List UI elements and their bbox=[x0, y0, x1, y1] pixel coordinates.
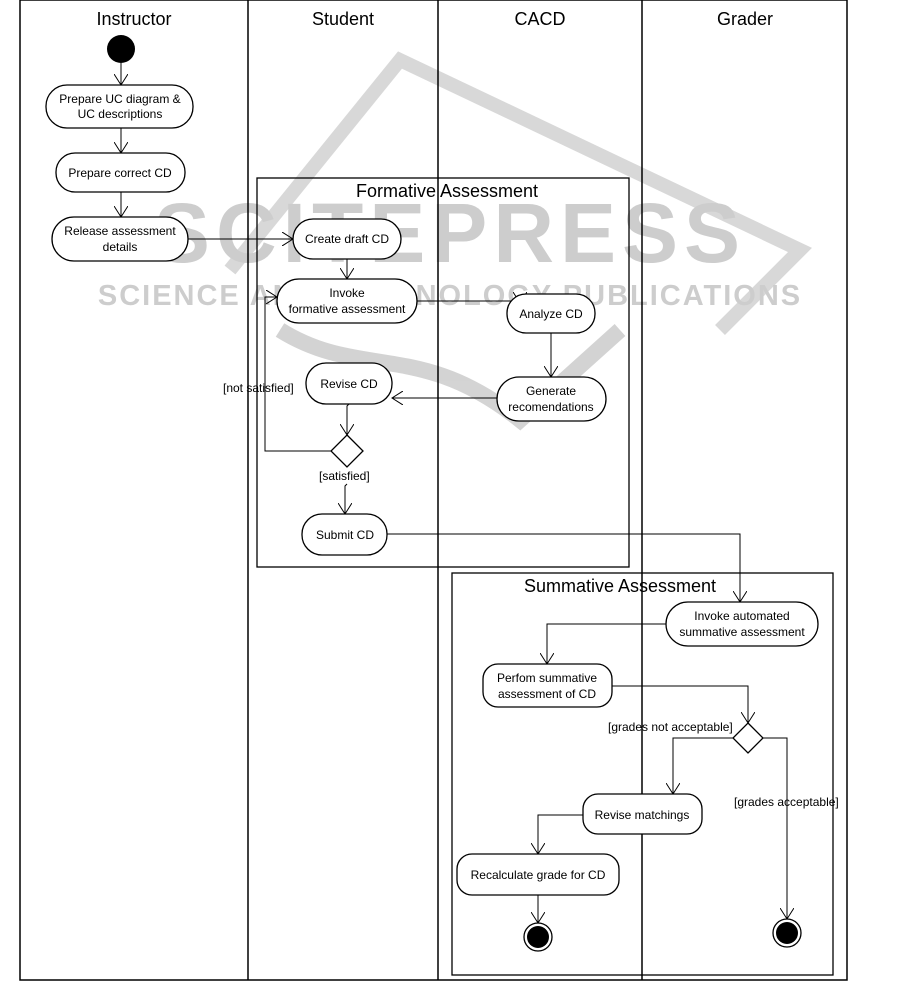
watermark: SCITEPRESS SCIENCE AND TECHNOLOGY PUBLIC… bbox=[98, 51, 812, 431]
svg-text:details: details bbox=[103, 240, 138, 254]
svg-text:Create draft CD: Create draft CD bbox=[305, 232, 389, 246]
guard-grades-acceptable: [grades acceptable] bbox=[734, 795, 839, 809]
activity-prepare-correct-cd: Prepare correct CD bbox=[55, 152, 186, 193]
svg-text:Revise matchings: Revise matchings bbox=[595, 808, 690, 822]
activity-revise-cd: Revise CD bbox=[305, 362, 393, 405]
summative-region: Summative Assessment bbox=[451, 572, 834, 976]
lane-cacd: CACD bbox=[514, 9, 565, 29]
activity-generate-recommendations: Generate recomendations bbox=[496, 376, 607, 422]
guard-grades-not-acceptable: [grades not acceptable] bbox=[608, 720, 733, 734]
watermark-subtitle: SCIENCE AND TECHNOLOGY PUBLICATIONS bbox=[98, 280, 802, 312]
activity-revise-matchings: Revise matchings bbox=[582, 793, 703, 835]
svg-text:UC descriptions: UC descriptions bbox=[78, 107, 163, 121]
activity-analyze-cd: Analyze CD bbox=[506, 293, 596, 334]
activity-release-details: Release assessment details bbox=[51, 216, 189, 262]
activity-prepare-uc: Prepare UC diagram & UC descriptions bbox=[45, 84, 194, 129]
activity-perform-summative: Perfom summative assessment of CD bbox=[482, 663, 613, 708]
activity-recalculate-grade: Recalculate grade for CD bbox=[456, 853, 620, 896]
svg-text:Release assessment: Release assessment bbox=[64, 224, 176, 238]
final-node bbox=[772, 918, 802, 948]
formative-region: Formative Assessment bbox=[256, 177, 630, 568]
svg-text:formative assessment: formative assessment bbox=[289, 302, 406, 316]
summative-title: Summative Assessment bbox=[524, 576, 716, 596]
lane-grader: Grader bbox=[717, 9, 773, 29]
formative-title: Formative Assessment bbox=[356, 181, 538, 201]
svg-text:Generate: Generate bbox=[526, 384, 576, 398]
svg-text:Perfom summative: Perfom summative bbox=[497, 671, 597, 685]
decision-node bbox=[330, 434, 364, 468]
svg-text:Recalculate grade for CD: Recalculate grade for CD bbox=[471, 868, 606, 882]
svg-text:recomendations: recomendations bbox=[508, 400, 593, 414]
lane-instructor: Instructor bbox=[96, 9, 171, 29]
svg-text:Invoke automated: Invoke automated bbox=[694, 609, 789, 623]
final-node bbox=[523, 922, 553, 952]
svg-text:Prepare correct CD: Prepare correct CD bbox=[68, 166, 172, 180]
initial-node bbox=[107, 35, 135, 63]
activity-submit-cd: Submit CD bbox=[301, 513, 388, 556]
activity-create-draft-cd: Create draft CD bbox=[292, 218, 402, 260]
swimlanes: Instructor Student CACD Grader bbox=[19, 0, 848, 981]
lane-student: Student bbox=[312, 9, 374, 29]
svg-text:Submit CD: Submit CD bbox=[316, 528, 374, 542]
svg-text:assessment of CD: assessment of CD bbox=[498, 687, 596, 701]
svg-text:Analyze CD: Analyze CD bbox=[519, 307, 583, 321]
svg-text:Prepare UC diagram &: Prepare UC diagram & bbox=[59, 92, 180, 106]
guard-not-satisfied: [not satisfied] bbox=[223, 381, 294, 395]
svg-text:Revise CD: Revise CD bbox=[320, 377, 378, 391]
activity-invoke-summative: Invoke automated summative assessment bbox=[665, 601, 819, 647]
decision-node bbox=[732, 722, 764, 754]
svg-text:summative assessment: summative assessment bbox=[679, 625, 805, 639]
guard-satisfied: [satisfied] bbox=[319, 469, 370, 483]
activity-invoke-formative: Invoke formative assessment bbox=[276, 278, 418, 324]
svg-text:Invoke: Invoke bbox=[329, 286, 365, 300]
